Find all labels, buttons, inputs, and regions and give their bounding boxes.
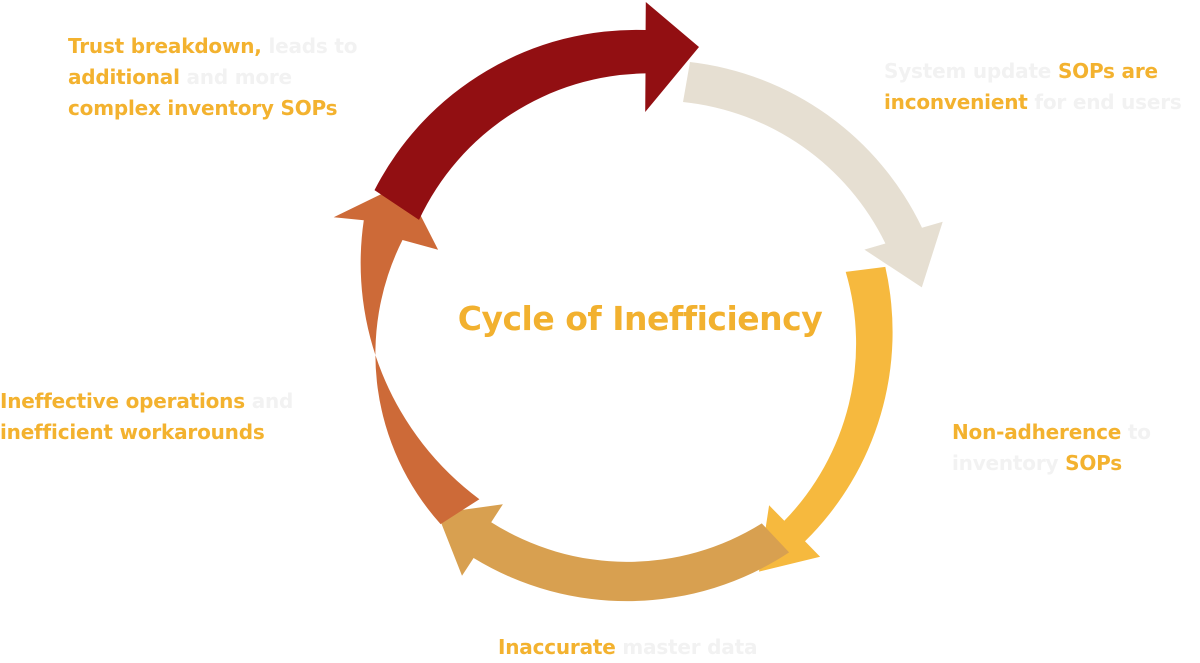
stage-label-line: inconvenient for end users [884, 87, 1182, 118]
label-text: master data [615, 635, 758, 659]
cycle-arrow-trust-breakdown [374, 2, 699, 220]
cycle-arrow-inaccurate-data [437, 504, 790, 602]
label-text: inconvenient [884, 90, 1028, 114]
label-text: complex inventory SOPs [68, 96, 338, 120]
stage-label-line: complex inventory SOPs [68, 93, 357, 124]
cycle-arrow-non-adherence [759, 266, 893, 572]
stage-label-line: Inaccurate master data [498, 632, 757, 663]
label-text: and more [179, 65, 292, 89]
stage-label-non-adherence: Non-adherence to inventory SOPs [952, 417, 1151, 479]
label-text: Ineffective operations [0, 389, 245, 413]
label-text: Inaccurate [498, 635, 616, 659]
stage-label-line: Trust breakdown, leads to [68, 31, 357, 62]
stage-label-line: Ineffective operations and [0, 386, 293, 417]
stage-label-trust-breakdown: Trust breakdown, leads to additional and… [68, 31, 357, 124]
label-text: additional [68, 65, 180, 89]
label-text: Trust breakdown, [68, 34, 262, 58]
label-text: SOPs [1065, 451, 1122, 475]
label-text: for end users [1027, 90, 1182, 114]
diagram-title: Cycle of Inefficiency [457, 299, 823, 338]
stage-label-line: additional and more [68, 62, 357, 93]
stage-label-system-update: System update SOPs are inconvenient for … [884, 56, 1182, 118]
cycle-arrow-ineffective-ops [333, 183, 480, 525]
label-text: System update [884, 59, 1058, 83]
cycle-arrow-system-update [683, 62, 943, 288]
stage-label-ineffective-ops: Ineffective operations and inefficient w… [0, 386, 293, 448]
stage-label-line: inefficient workarounds [0, 417, 293, 448]
label-text: inventory [952, 451, 1066, 475]
label-text: SOPs are [1057, 59, 1158, 83]
label-text: Non-adherence [952, 420, 1122, 444]
label-text: leads to [261, 34, 358, 58]
stage-label-line: Non-adherence to [952, 417, 1151, 448]
label-text: to [1121, 420, 1151, 444]
stage-label-line: System update SOPs are [884, 56, 1182, 87]
label-text: and [244, 389, 294, 413]
label-text: inefficient workarounds [0, 420, 265, 444]
stage-label-line: inventory SOPs [952, 448, 1151, 479]
stage-label-inaccurate-data: Inaccurate master data [498, 632, 757, 663]
